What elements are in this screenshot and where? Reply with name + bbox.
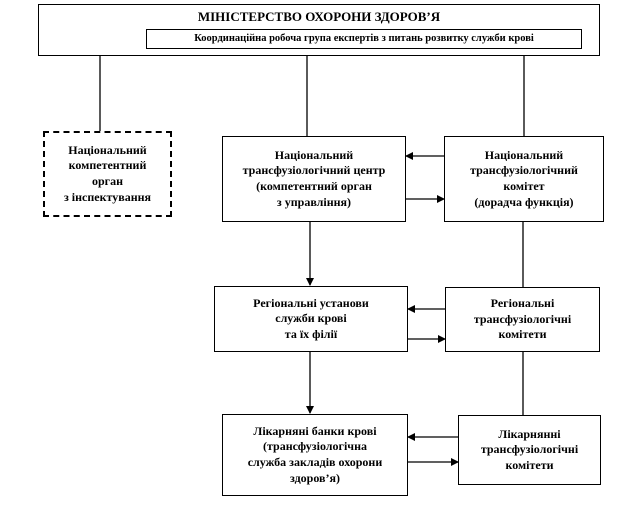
inspection-body-box: Національний компетентний орган з інспек… — [43, 131, 172, 217]
regional-institutions-box: Регіональні установи служби крові та їх … — [214, 286, 408, 352]
regional-committees-label: Регіональні трансфузіологічні комітети — [473, 296, 572, 342]
hospital-banks-label: Лікарняні банки крові (трансфузіологічна… — [247, 423, 383, 485]
national-center-box: Національний трансфузіологічний центр (к… — [222, 136, 406, 222]
regional-committees-box: Регіональні трансфузіологічні комітети — [445, 287, 600, 352]
hospital-banks-box: Лікарняні банки крові (трансфузіологічна… — [222, 414, 408, 496]
regional-institutions-label: Регіональні установи служби крові та їх … — [253, 295, 369, 341]
working-group-box: Координаційна робоча група експертів з п… — [146, 29, 582, 49]
inspection-body-label: Національний компетентний орган з інспек… — [63, 142, 152, 204]
ministry-title: МІНІСТЕРСТВО ОХОРОНИ ЗДОРОВ’Я — [197, 9, 441, 24]
national-committee-label: Національний трансфузіологічний комітет … — [470, 147, 578, 209]
working-group-label: Координаційна робоча група експертів з п… — [194, 33, 534, 45]
national-committee-box: Національний трансфузіологічний комітет … — [444, 136, 604, 222]
national-center-label: Національний трансфузіологічний центр (к… — [242, 147, 386, 209]
hospital-committees-label: Лікарнянні трансфузіологічні комітети — [480, 426, 579, 472]
ministry-box: МІНІСТЕРСТВО ОХОРОНИ ЗДОРОВ’Я Координаці… — [38, 4, 600, 56]
hospital-committees-box: Лікарнянні трансфузіологічні комітети — [458, 415, 601, 485]
